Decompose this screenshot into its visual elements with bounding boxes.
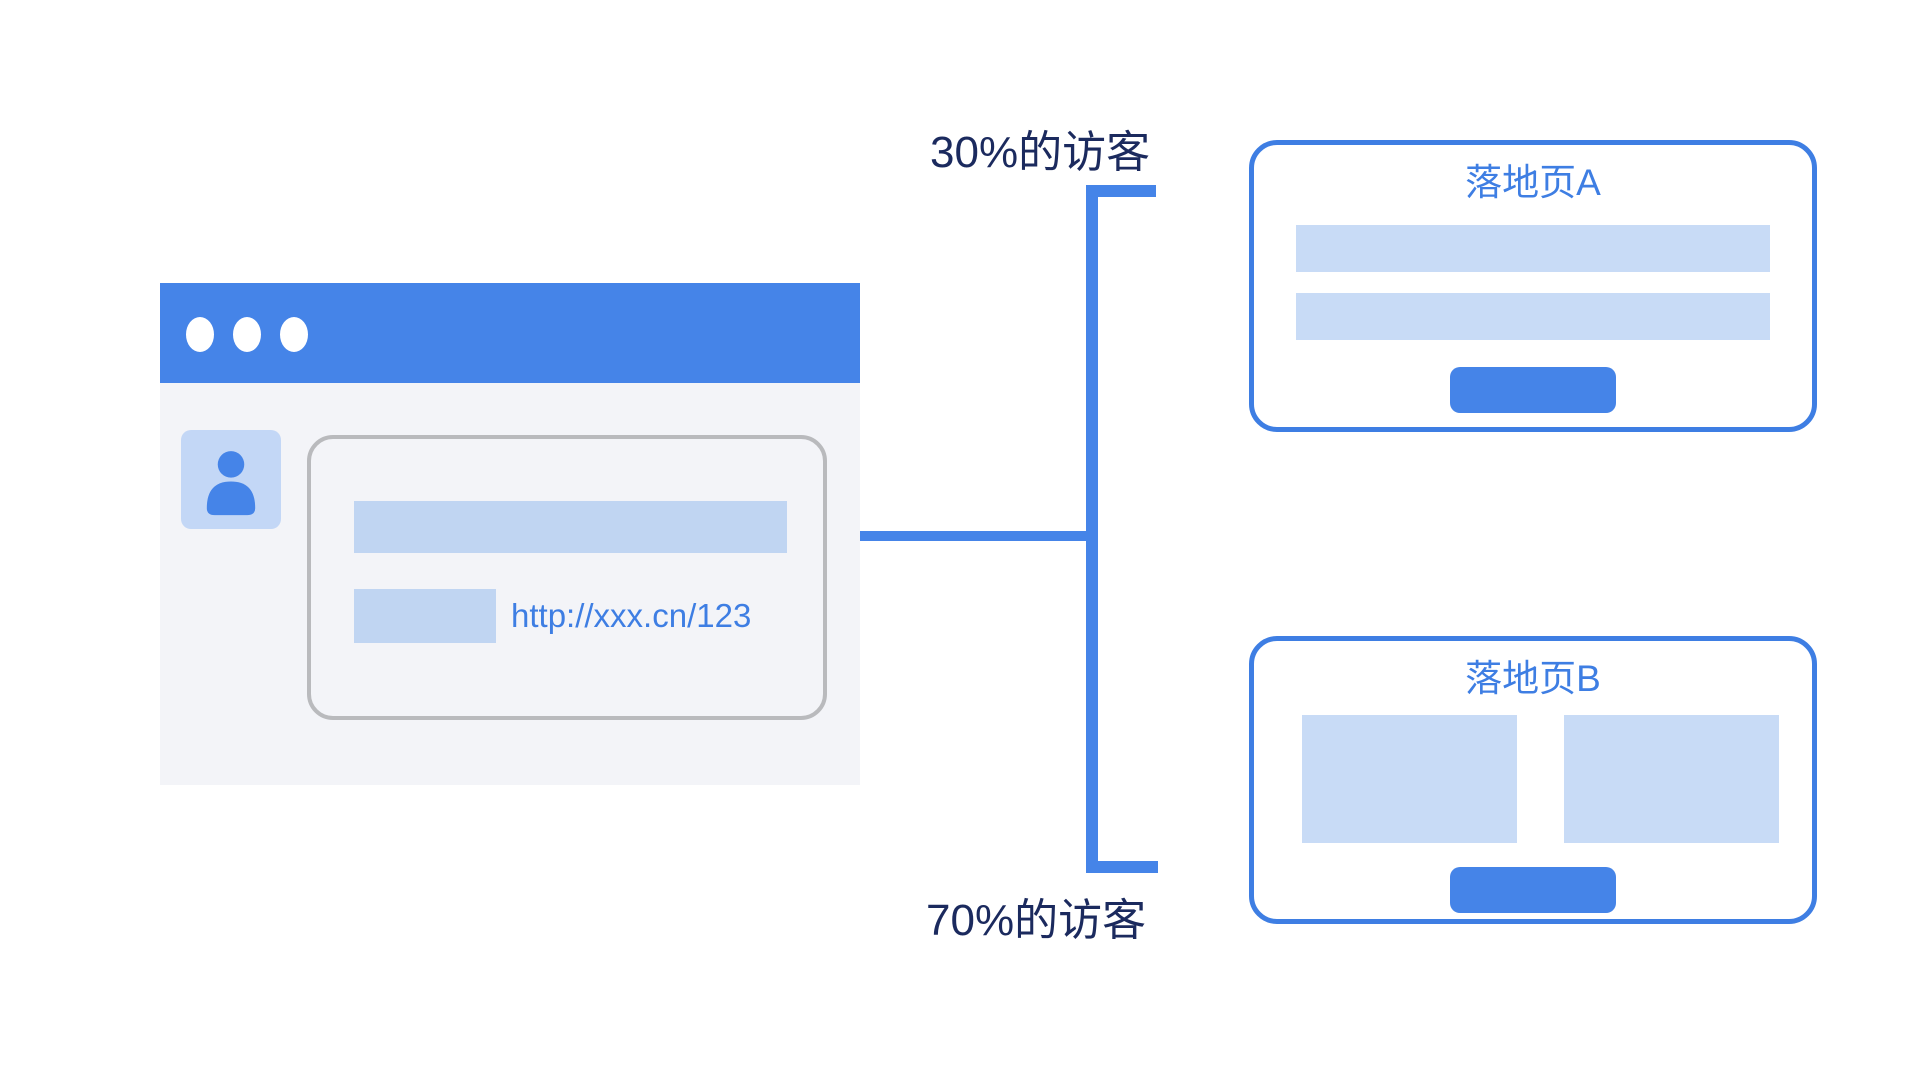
- split-bracket-vertical-line: [1086, 185, 1098, 873]
- split-bracket-top-tick: [1086, 185, 1156, 197]
- landing-page-b-title: 落地页B: [1465, 658, 1601, 699]
- landing-page-a-title: 落地页A: [1465, 162, 1601, 203]
- landing-page-a-card: 落地页A: [1249, 140, 1817, 432]
- message-text-placeholder: [354, 501, 787, 553]
- cta-button-placeholder: [1450, 867, 1616, 913]
- user-icon: [192, 441, 270, 519]
- window-control-dot-icon: [233, 317, 261, 352]
- window-control-dot-icon: [280, 317, 308, 352]
- browser-titlebar: [160, 283, 860, 383]
- content-bar-placeholder: [1296, 293, 1770, 340]
- window-control-dot-icon: [186, 317, 214, 352]
- message-link-placeholder: [354, 589, 496, 643]
- image-block-placeholder: [1564, 715, 1779, 843]
- traffic-label-70-percent: 70%的访客: [926, 896, 1147, 945]
- message-bubble: http://xxx.cn/123: [307, 435, 827, 720]
- landing-page-b-card: 落地页B: [1249, 636, 1817, 924]
- traffic-label-30-percent: 30%的访客: [930, 128, 1151, 177]
- user-avatar: [181, 430, 281, 529]
- content-bar-placeholder: [1296, 225, 1770, 272]
- image-block-placeholder: [1302, 715, 1517, 843]
- short-link-url: http://xxx.cn/123: [511, 597, 752, 634]
- split-bracket-bottom-tick: [1086, 861, 1158, 873]
- cta-button-placeholder: [1450, 367, 1616, 413]
- connector-stem-line: [860, 531, 1092, 541]
